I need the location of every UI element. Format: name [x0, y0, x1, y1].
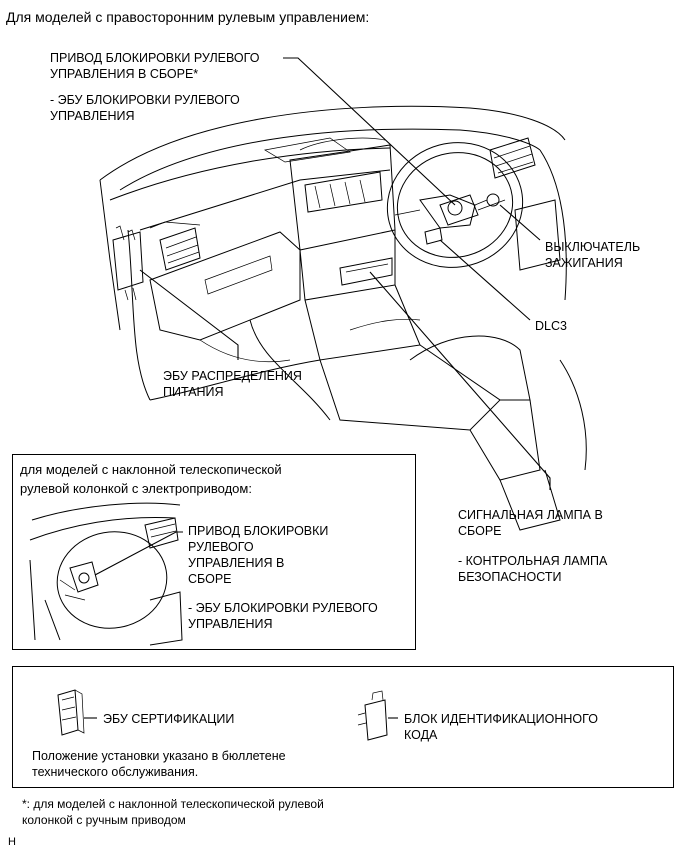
- main-leader-lines: [139, 57, 551, 490]
- inset-heading-line2: рулевой колонкой с электроприводом:: [20, 481, 252, 496]
- inset-lock-label-line2: РУЛЕВОГО: [188, 540, 254, 554]
- power-ecu-label-line2: ПИТАНИЯ: [163, 385, 224, 399]
- steering-lock-label-line2: УПРАВЛЕНИЯ В СБОРЕ*: [50, 67, 199, 81]
- steering-ecu-label: - ЭБУ БЛОКИРОВКИ РУЛЕВОГО УПРАВЛЕНИЯ: [50, 92, 240, 124]
- ignition-switch-label: ВЫКЛЮЧАТЕЛЬ ЗАЖИГАНИЯ: [545, 239, 640, 271]
- power-ecu-label-line1: ЭБУ РАСПРЕДЕЛЕНИЯ: [163, 369, 302, 383]
- dashboard-illustration: [99, 105, 587, 531]
- legend-box: [12, 666, 674, 788]
- id-code-box-label-line1: БЛОК ИДЕНТИФИКАЦИОННОГО: [404, 712, 598, 726]
- security-lamp-label: - КОНТРОЛЬНАЯ ЛАМПА БЕЗОПАСНОСТИ: [458, 553, 607, 585]
- inset-lock-label-line3: УПРАВЛЕНИЯ В: [188, 556, 285, 570]
- footnote: *: для моделей с наклонной телескопическ…: [22, 796, 324, 828]
- steering-ecu-label-line1: - ЭБУ БЛОКИРОВКИ РУЛЕВОГО: [50, 93, 240, 107]
- ignition-switch-label-line2: ЗАЖИГАНИЯ: [545, 256, 623, 270]
- security-lamp-label-line1: - КОНТРОЛЬНАЯ ЛАМПА: [458, 554, 608, 568]
- inset-heading-line1: для моделей с наклонной телескопической: [20, 462, 282, 477]
- footnote-line2: колонкой с ручным приводом: [22, 813, 186, 827]
- footnote-line1: *: для моделей с наклонной телескопическ…: [22, 797, 324, 811]
- inset-ecu-label: - ЭБУ БЛОКИРОВКИ РУЛЕВОГО УПРАВЛЕНИЯ: [188, 600, 378, 632]
- inset-lock-label: ПРИВОД БЛОКИРОВКИ РУЛЕВОГО УПРАВЛЕНИЯ В …: [188, 523, 328, 587]
- id-code-box-label: БЛОК ИДЕНТИФИКАЦИОННОГО КОДА: [404, 711, 598, 743]
- installation-note: Положение установки указано в бюллетене …: [32, 748, 286, 780]
- signal-lamp-label: СИГНАЛЬНАЯ ЛАМПА В СБОРЕ: [458, 507, 603, 539]
- inset-ecu-label-line1: - ЭБУ БЛОКИРОВКИ РУЛЕВОГО: [188, 601, 378, 615]
- inset-illustration: [29, 502, 183, 646]
- installation-note-line1: Положение установки указано в бюллетене: [32, 749, 286, 763]
- page-title: Для моделей с правосторонним рулевым упр…: [6, 9, 370, 25]
- inset-heading: для моделей с наклонной телескопической …: [20, 460, 282, 498]
- id-code-box-label-line2: КОДА: [404, 728, 438, 742]
- steering-lock-label: ПРИВОД БЛОКИРОВКИ РУЛЕВОГО УПРАВЛЕНИЯ В …: [50, 50, 259, 82]
- certification-ecu-label: ЭБУ СЕРТИФИКАЦИИ: [103, 712, 235, 726]
- steering-ecu-label-line2: УПРАВЛЕНИЯ: [50, 109, 135, 123]
- dlc3-label: DLC3: [535, 319, 567, 333]
- installation-note-line2: технического обслуживания.: [32, 765, 199, 779]
- id-code-box-icon: [357, 690, 398, 741]
- certification-ecu-icon: [57, 689, 97, 736]
- steering-lock-label-line1: ПРИВОД БЛОКИРОВКИ РУЛЕВОГО: [50, 51, 260, 65]
- corner-mark: H: [8, 836, 16, 848]
- ignition-switch-label-line1: ВЫКЛЮЧАТЕЛЬ: [545, 240, 641, 254]
- inset-ecu-label-line2: УПРАВЛЕНИЯ: [188, 617, 273, 631]
- security-lamp-label-line2: БЕЗОПАСНОСТИ: [458, 570, 562, 584]
- signal-lamp-label-line1: СИГНАЛЬНАЯ ЛАМПА В: [458, 508, 603, 522]
- inset-box: [12, 454, 416, 650]
- power-distribution-ecu-label: ЭБУ РАСПРЕДЕЛЕНИЯ ПИТАНИЯ: [163, 368, 302, 400]
- inset-lock-label-line4: СБОРЕ: [188, 572, 232, 586]
- signal-lamp-label-line2: СБОРЕ: [458, 524, 502, 538]
- inset-lock-label-line1: ПРИВОД БЛОКИРОВКИ: [188, 524, 329, 538]
